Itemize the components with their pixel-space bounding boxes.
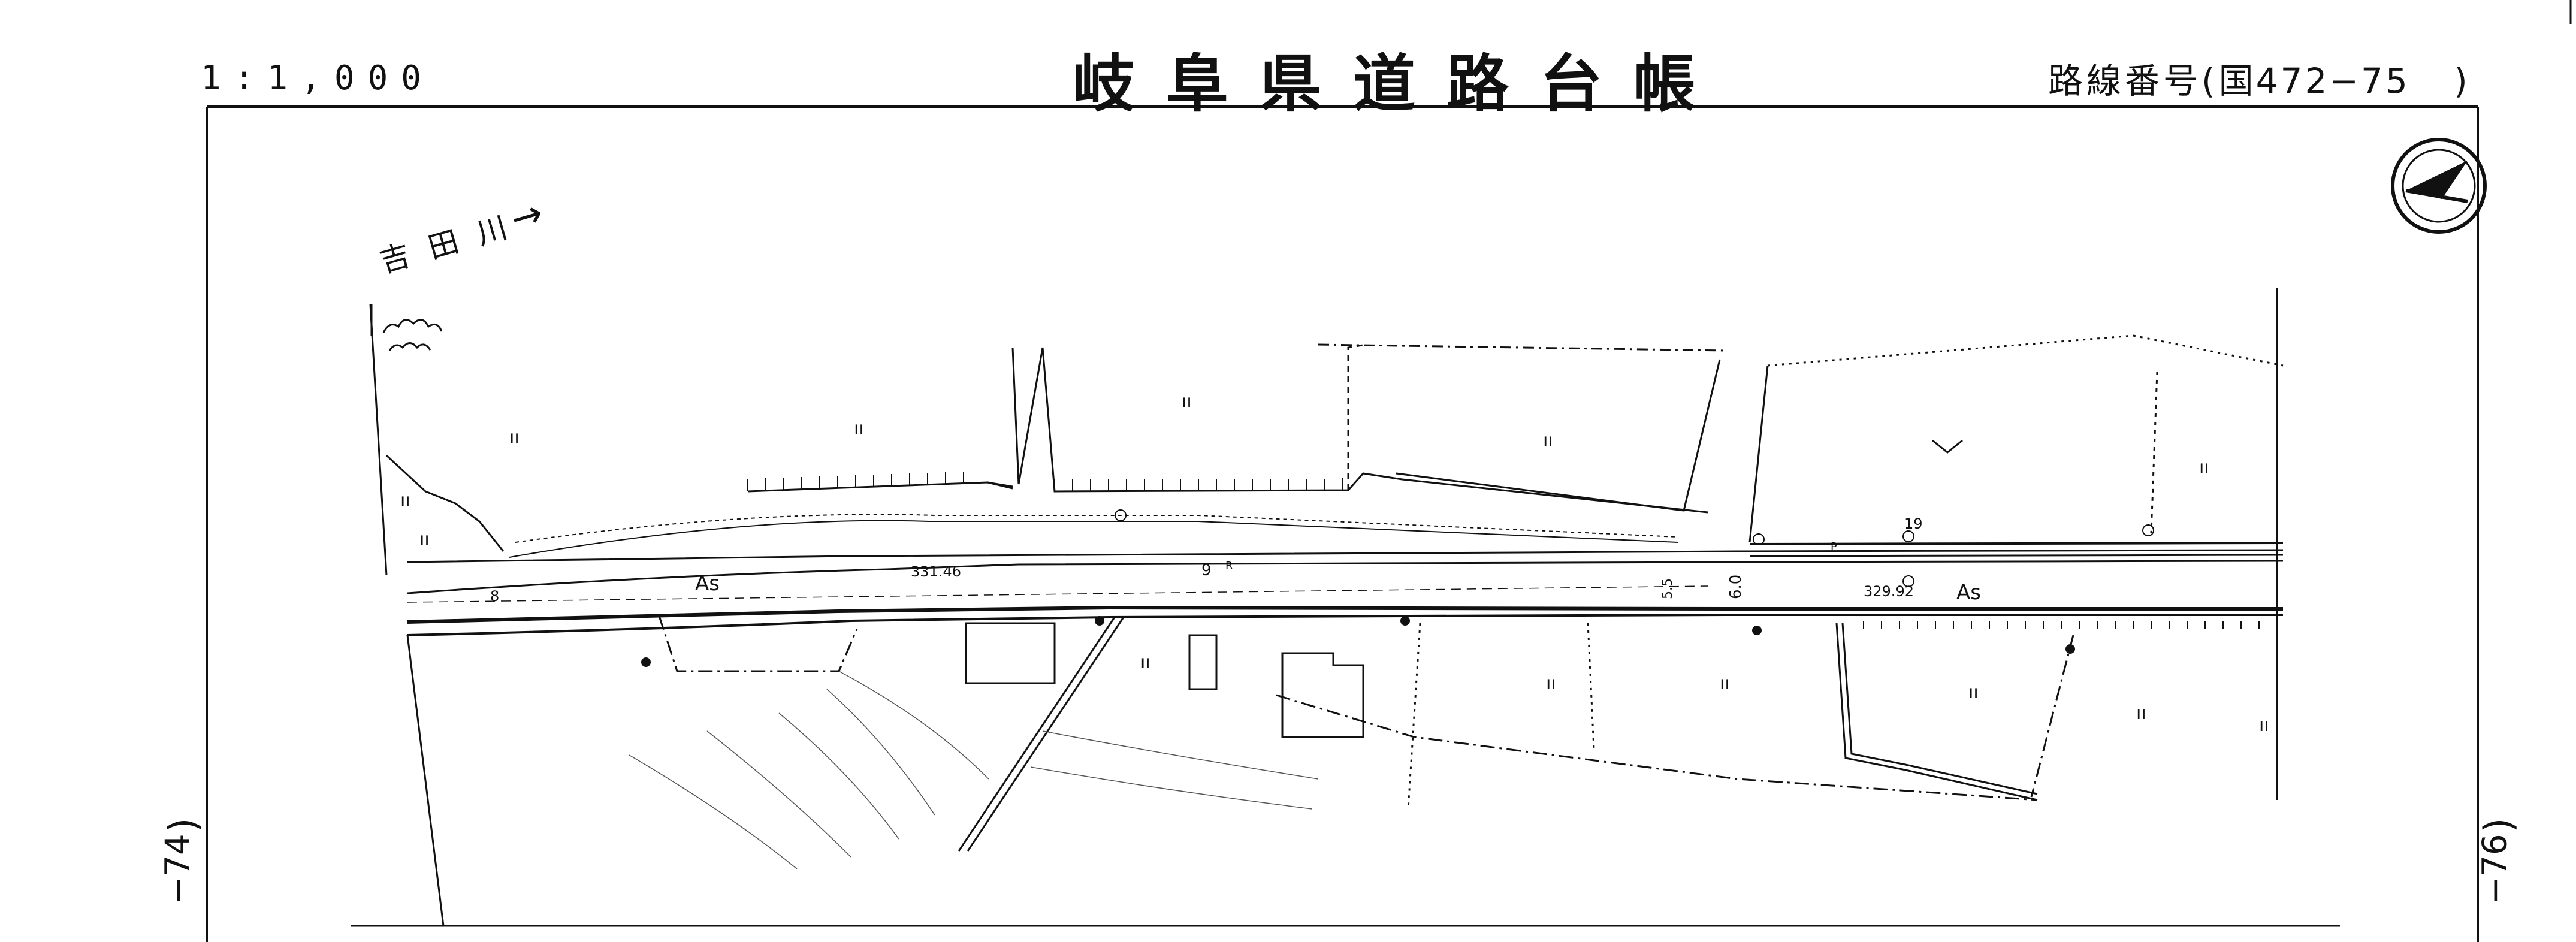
south-parcels — [406, 615, 2074, 926]
terrain-lines — [629, 671, 1319, 869]
crop-symbol-6: ıı — [419, 529, 430, 550]
elevation-right: 329.92 — [1864, 583, 1914, 600]
pavement-label-left: As — [695, 572, 720, 596]
route-label: 路線番号 — [2048, 61, 2202, 101]
route-close-paren: ) — [2454, 61, 2471, 101]
map-title: 岐阜県道路台帳 — [1073, 47, 1728, 120]
point-number-9: 9 — [1201, 561, 1212, 579]
route-number-value: 国472−75 — [2218, 61, 2410, 101]
route-number: 路線番号(国472−75 ) — [2048, 53, 2471, 103]
river-label-group: 吉田川 → — [376, 191, 548, 280]
road-carriageway — [407, 542, 2284, 636]
crop-symbol-5: ıı — [400, 490, 410, 511]
field-symbol-3: ıı — [1968, 682, 1979, 703]
pavement-label-right: As — [1956, 581, 1981, 605]
field-symbol-2: ıı — [1720, 673, 1730, 694]
survey-points — [641, 509, 2154, 667]
crop-symbol-3: ıı — [1182, 391, 1192, 412]
crop-symbol-8: ıı — [1546, 673, 1556, 694]
field-symbol-1: ıı — [1543, 430, 1553, 451]
point-r-label: R — [1225, 560, 1233, 572]
north-field-boundaries — [369, 288, 2284, 800]
road-width-2: 6.0 — [1727, 575, 1745, 599]
slope-hatching — [509, 514, 1678, 558]
tree-symbol-icon — [382, 319, 443, 351]
crop-symbol-2: ıı — [854, 418, 864, 439]
field-symbol-4: ıı — [2136, 703, 2146, 724]
north-arrow-icon — [2391, 138, 2487, 234]
point-p-label: P — [1831, 541, 1837, 553]
crop-symbol-4: ıı — [2199, 457, 2209, 478]
map-frame — [206, 105, 2479, 942]
map-scale: 1:1,000 — [201, 59, 435, 98]
elevation-left: 331.46 — [911, 563, 961, 580]
point-number-8: 8 — [490, 588, 499, 605]
crop-symbol-7: ıı — [1140, 652, 1150, 673]
terrace-edge-ticks — [747, 472, 2260, 629]
crop-symbol-1: ıı — [509, 427, 520, 448]
land-use-symbols: ıı ıı ıı ıı ıı ıı ıı ıı ıı ıı ıı ıı ıı — [400, 391, 2269, 736]
route-open-paren: ( — [2201, 61, 2219, 101]
fallow-symbol-icon — [1932, 439, 1963, 454]
river-label: 吉田川 — [376, 204, 530, 279]
road-width-1: 5.5 — [1660, 578, 1675, 599]
field-symbol-5: ıı — [2259, 715, 2269, 736]
point-number-19: 19 — [1904, 515, 1923, 532]
